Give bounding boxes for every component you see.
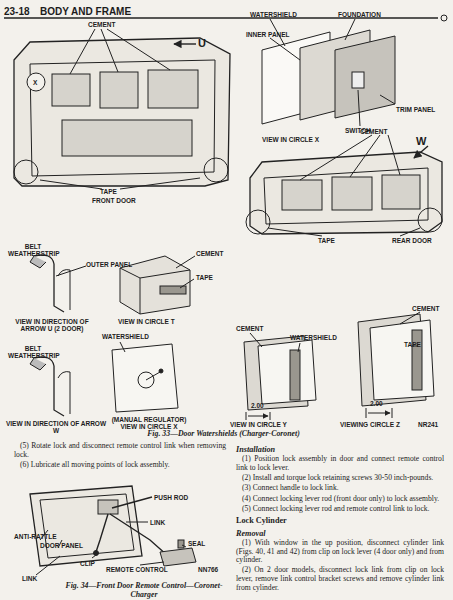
part-label: FOUNDATION [338, 11, 381, 18]
body-paragraph: (2) Install and torque lock retaining sc… [236, 474, 444, 483]
part-label: VIEW IN DIRECTION OF ARROW U (2 DOOR) [6, 318, 98, 333]
body-paragraph: (1) Position lock assembly in door and c… [236, 455, 444, 472]
part-label: INNER PANEL [246, 31, 290, 38]
part-label: (MANUAL REGULATOR) VIEW IN CIRCLE X [108, 416, 190, 431]
figure-caption: Fig. 33—Door Watershields (Charger-Coron… [0, 430, 450, 439]
part-label: NR241 [418, 421, 438, 428]
section-heading: Lock Cylinder [236, 516, 444, 525]
part-label: DOOR PANEL [40, 542, 83, 549]
part-label: WATERSHIELD [102, 333, 149, 340]
body-paragraph: (4) Connect locking lever rod (front doo… [236, 495, 444, 504]
body-paragraph: (2) On 2 door models, disconnect lock li… [236, 566, 444, 592]
part-label: X [33, 79, 37, 86]
page-number: 23-18 [4, 6, 30, 17]
part-label: TAPE [318, 237, 335, 244]
section-heading: Installation [236, 445, 444, 454]
page-heading: BODY AND FRAME [40, 6, 131, 17]
part-label: WATERSHIELD [290, 334, 337, 341]
part-label: U [198, 38, 206, 49]
figure-caption: Fig. 34—Front Door Remote Control—Corone… [58, 582, 230, 600]
part-label: SEAL [188, 540, 205, 547]
part-label: TAPE [100, 188, 117, 195]
part-label: CEMENT [88, 21, 115, 28]
part-label: BELT WEATHERSTRIP [8, 345, 58, 360]
part-label: CEMENT [196, 250, 223, 257]
part-label: VIEW IN CIRCLE X [262, 136, 319, 143]
part-label: LINK [150, 519, 165, 526]
part-label: CEMENT [360, 128, 387, 135]
body-paragraph: (5) Rotate lock and disconnect remote co… [14, 442, 226, 459]
section-heading: Removal [236, 529, 444, 538]
part-label: TRIM PANEL [396, 106, 435, 113]
part-label: ANTI-RATTLE [14, 533, 56, 540]
part-label: VIEW IN CIRCLE Y [230, 421, 287, 428]
part-label: VIEW IN DIRECTION OF ARROW W [4, 420, 108, 435]
part-label: TAPE [404, 341, 421, 348]
part-label: W [416, 136, 426, 147]
text-column: (5) Rotate lock and disconnect remote co… [14, 442, 226, 471]
body-paragraph: (3) Connect handle to lock link. [236, 484, 444, 493]
part-label: LINK [22, 575, 37, 582]
part-label: PUSH ROD [154, 494, 188, 501]
body-paragraph: (1) With window in the up position, disc… [236, 539, 444, 565]
body-paragraph: (5) Connect locking lever rod and remote… [236, 505, 444, 514]
body-paragraph: (6) Lubricate all moving points of lock … [14, 461, 226, 470]
part-label: REMOTE CONTROL [106, 566, 168, 573]
part-label: CEMENT [412, 305, 439, 312]
part-label: 2.00 [370, 400, 383, 407]
text-column: Installation(1) Position lock assembly i… [236, 442, 444, 594]
part-label: BELT WEATHERSTRIP [8, 243, 58, 258]
part-label: VIEWING CIRCLE Z [340, 421, 400, 428]
part-label: TAPE [196, 274, 213, 281]
part-label: NN766 [198, 566, 218, 573]
part-label: CLIP [80, 560, 95, 567]
part-label: VIEW IN CIRCLE T [118, 318, 175, 325]
part-label: WATERSHIELD [250, 11, 297, 18]
part-label: CEMENT [236, 325, 263, 332]
part-label: 2.00 [251, 402, 264, 409]
part-label: REAR DOOR [392, 237, 432, 244]
part-label: FRONT DOOR [92, 197, 136, 204]
part-label: OUTER PANEL [86, 261, 132, 268]
